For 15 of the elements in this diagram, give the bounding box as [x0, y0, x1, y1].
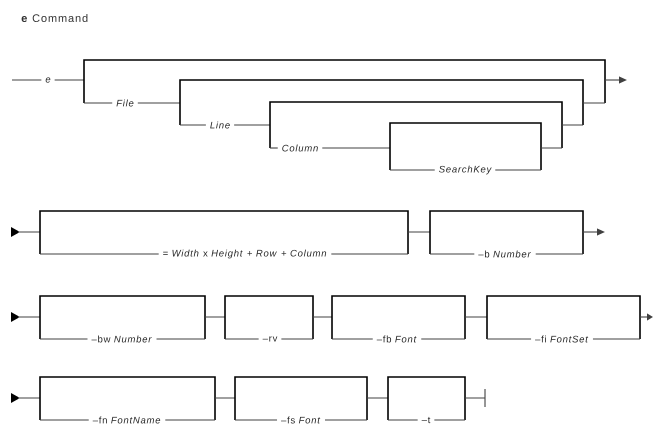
- syntax-term: = Width x Height + Row + Column: [163, 250, 326, 258]
- syntax-title: e Command: [22, 14, 88, 22]
- syntax-term: –t: [422, 416, 430, 424]
- syntax-term: –fs Font: [281, 416, 320, 424]
- syntax-term: –fb Font: [376, 336, 416, 342]
- syntax-term: Column: [282, 144, 318, 152]
- syntax-term: e: [46, 77, 50, 83]
- syntax-term: SearchKey: [439, 166, 492, 174]
- syntax-term: –fi FontSet: [535, 336, 588, 342]
- syntax-term: –fn FontName: [92, 416, 160, 424]
- syntax-term: –b Number: [478, 250, 531, 258]
- syntax-term: –bw Number: [92, 336, 152, 342]
- syntax-term: Line: [210, 122, 230, 128]
- syntax-term: File: [116, 100, 134, 106]
- syntax-term: –rv: [262, 336, 278, 342]
